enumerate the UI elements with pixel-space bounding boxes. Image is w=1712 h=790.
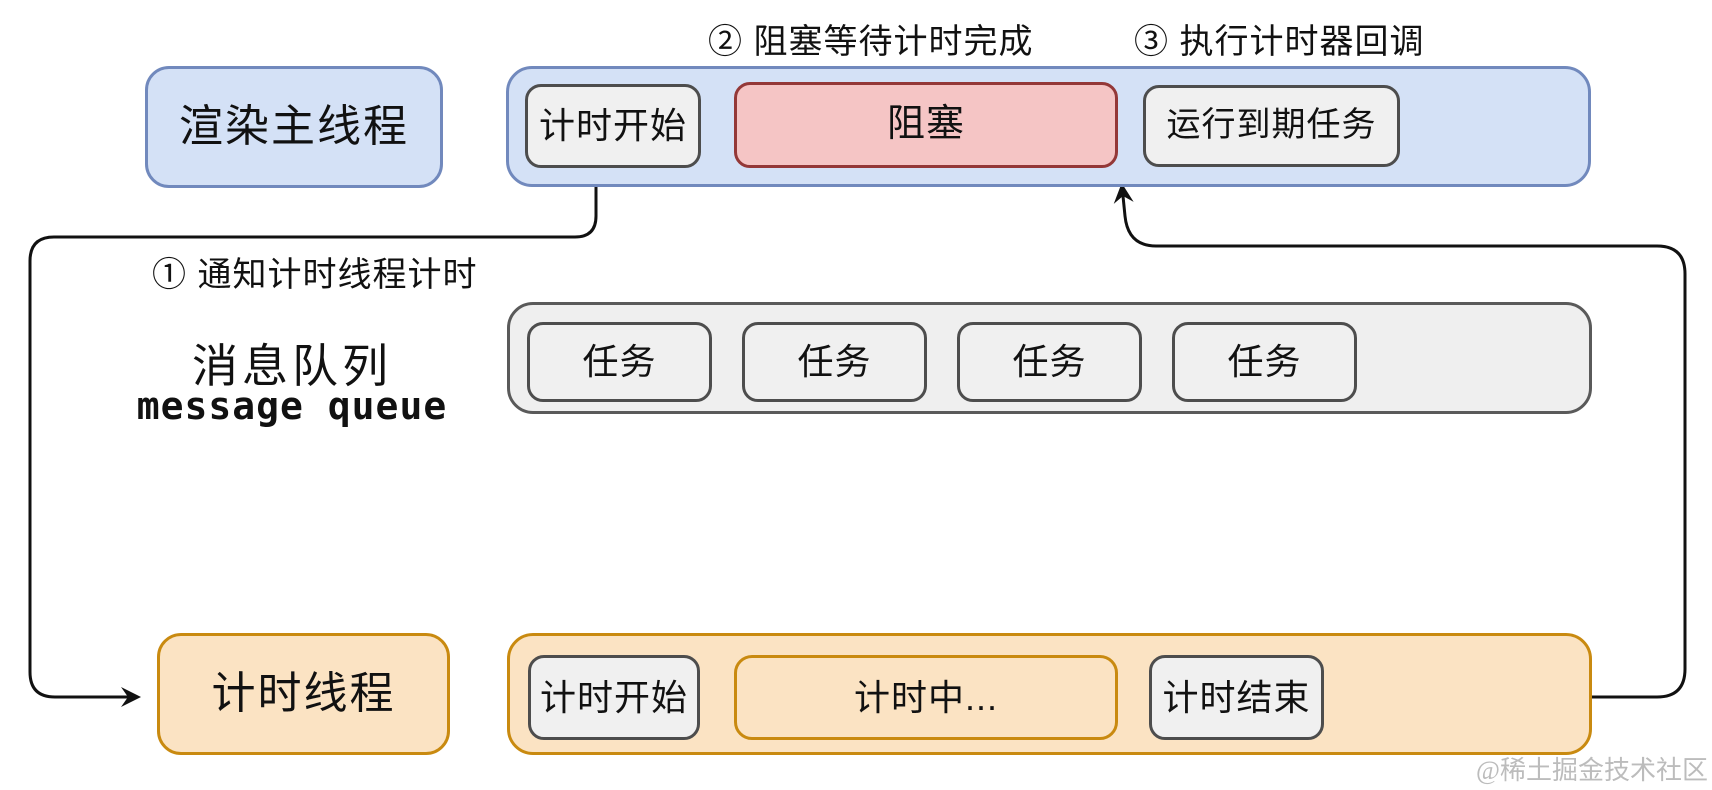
timer-thread-segment-timing-running: 计时中... bbox=[734, 655, 1118, 740]
task-box: 任务 bbox=[1172, 322, 1357, 402]
timer-thread-segment-timing-start: 计时开始 bbox=[528, 655, 700, 740]
main-thread-title: 渲染主线程 bbox=[145, 66, 443, 188]
message-queue-title-en: message queue bbox=[136, 384, 448, 428]
annotation-step1: ① 通知计时线程计时 bbox=[152, 256, 478, 294]
timer-thread-segment-timing-end: 计时结束 bbox=[1149, 655, 1324, 740]
main-thread-segment-run-expired: 运行到期任务 bbox=[1143, 85, 1400, 167]
timer-thread-title: 计时线程 bbox=[157, 633, 450, 755]
main-thread-segment-timing-start: 计时开始 bbox=[525, 84, 701, 168]
task-box: 任务 bbox=[742, 322, 927, 402]
main-thread-segment-blocked: 阻塞 bbox=[734, 82, 1118, 168]
annotation-step2: ② 阻塞等待计时完成 bbox=[708, 23, 1034, 61]
task-box: 任务 bbox=[957, 322, 1142, 402]
arrow-timer-callback bbox=[1113, 183, 1687, 699]
annotation-step3: ③ 执行计时器回调 bbox=[1134, 23, 1425, 61]
task-box: 任务 bbox=[527, 322, 712, 402]
message-queue-title-zh: 消息队列 bbox=[192, 340, 392, 392]
watermark: @稀土掘金技术社区 bbox=[1476, 756, 1708, 785]
